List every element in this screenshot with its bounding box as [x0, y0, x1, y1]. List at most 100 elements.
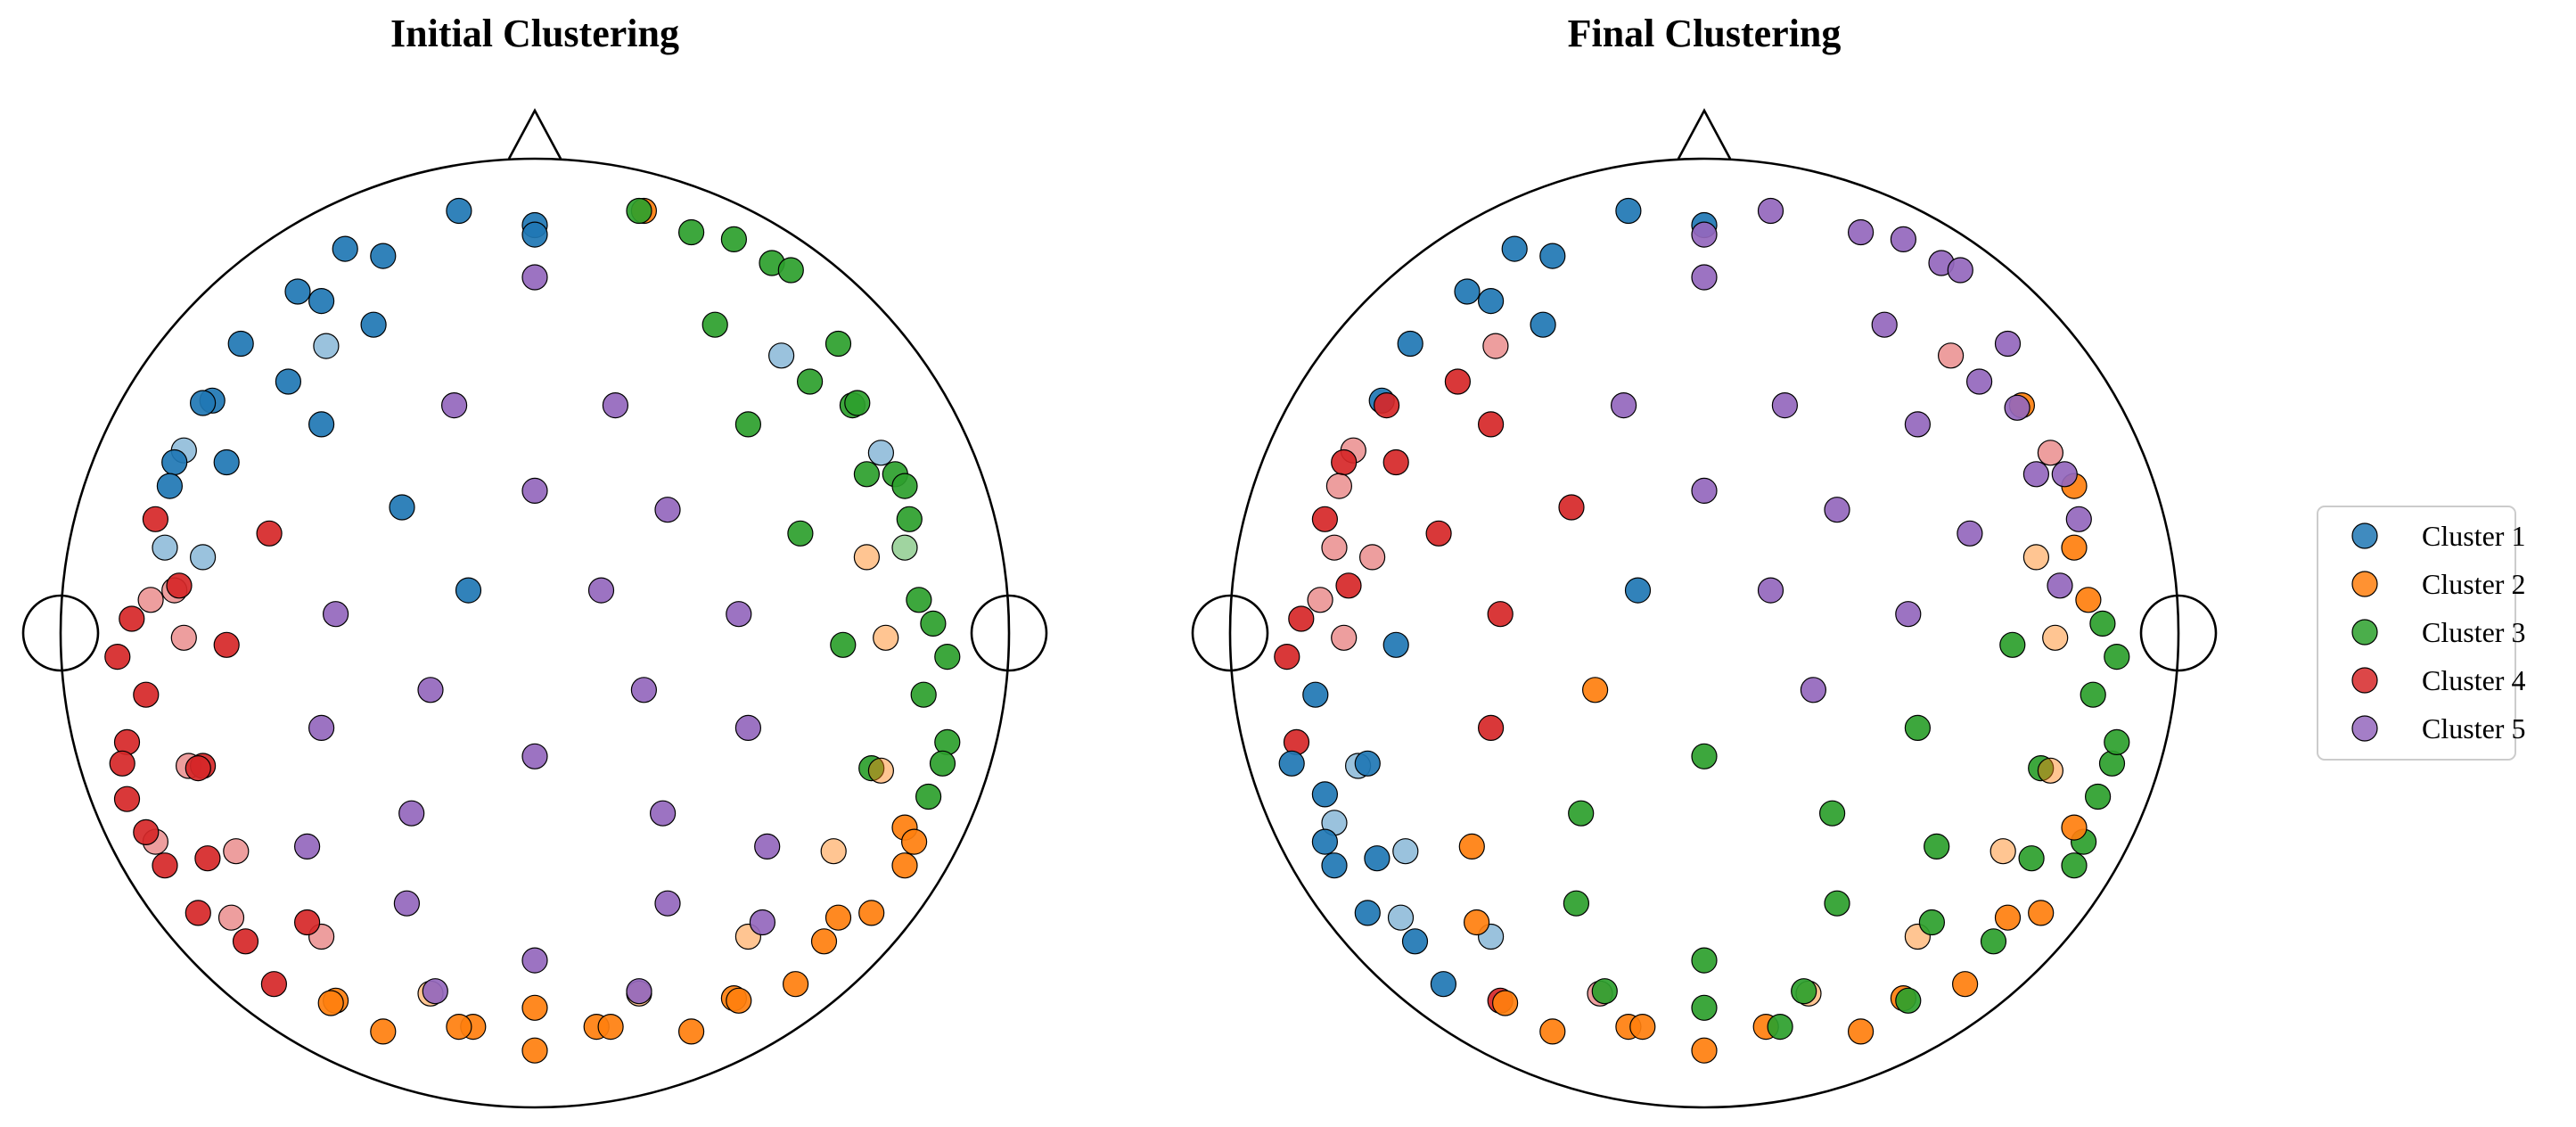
electrode-point-cluster-4: [217, 904, 245, 931]
legend-item: Cluster 2: [2351, 568, 2525, 600]
electrode-point-cluster-2: [2075, 587, 2102, 613]
legend-marker-cluster-1: [2351, 522, 2378, 549]
legend-item: Cluster 1: [2351, 520, 2525, 552]
electrode-point-cluster-1: [284, 278, 311, 305]
electrode-point-cluster-5: [2065, 506, 2092, 532]
electrode-point-cluster-4: [142, 506, 168, 532]
electrode-point-cluster-1: [1477, 288, 1505, 315]
electrode-point-cluster-4: [213, 631, 240, 658]
electrode-point-cluster-4: [1288, 605, 1315, 632]
legend: Cluster 1 Cluster 2 Cluster 3 Cluster 4 …: [2317, 506, 2525, 761]
electrode-point-cluster-1: [1615, 197, 1642, 225]
electrode-point-cluster-3: [626, 197, 652, 225]
electrode-point-cluster-5: [654, 890, 681, 917]
final-clustering-panel: Final Clustering: [1191, 12, 2218, 1109]
electrode-point-cluster-4: [1444, 368, 1472, 395]
electrode-point-cluster-5: [1691, 477, 1718, 505]
electrode-point-cluster-2: [370, 1018, 397, 1045]
electrode-point-cluster-5: [521, 947, 548, 974]
electrode-point-cluster-3: [1980, 928, 2007, 955]
electrode-point-cluster-2: [1539, 1018, 1566, 1045]
electrode-point-cluster-3: [1691, 947, 1718, 974]
initial-clustering-title: Initial Clustering: [390, 12, 679, 55]
electrode-point-cluster-2: [853, 544, 881, 571]
electrode-point-cluster-5: [441, 392, 468, 419]
electrode-point-cluster-1: [161, 448, 188, 476]
electrode-point-cluster-2: [1629, 1013, 1656, 1041]
electrode-point-cluster-1: [360, 311, 387, 338]
electrode-point-cluster-4: [223, 838, 250, 865]
electrode-point-cluster-2: [677, 1018, 705, 1045]
electrode-point-cluster-3: [1824, 890, 1850, 917]
electrode-point-cluster-5: [1947, 257, 1973, 284]
electrode-point-cluster-5: [649, 800, 677, 827]
electrode-point-cluster-3: [1563, 890, 1590, 917]
electrode-point-cluster-4: [194, 845, 221, 872]
electrode-point-cluster-4: [1487, 601, 1514, 628]
electrode-point-cluster-2: [873, 624, 899, 651]
electrode-point-cluster-2: [1994, 904, 2022, 931]
legend-marker-cluster-4: [2351, 667, 2378, 694]
electrode-point-cluster-4: [104, 643, 131, 670]
electrode-point-cluster-2: [2037, 757, 2063, 784]
electrode-point-cluster-4: [1358, 544, 1386, 571]
electrode-point-cluster-3: [2028, 754, 2055, 782]
electrode-point-cluster-1: [156, 473, 183, 499]
head-outline: [1191, 108, 2218, 1109]
electrode-point-cluster-3: [701, 311, 728, 338]
electrode-point-cluster-5: [1691, 264, 1718, 291]
left-ear: [21, 594, 100, 672]
electrode-point-cluster-1: [1624, 577, 1652, 604]
electrode-point-cluster-1: [455, 577, 482, 604]
electrode-point-cluster-1: [389, 494, 415, 521]
electrode-point-cluster-3: [920, 610, 947, 638]
electrode-point-cluster-3: [1895, 987, 1922, 1014]
electrode-point-cluster-2: [900, 828, 928, 855]
electrode-point-cluster-5: [521, 743, 548, 769]
electrode-point-cluster-4: [1321, 534, 1348, 561]
electrode-point-cluster-4: [152, 852, 178, 879]
electrode-point-cluster-3: [1819, 800, 1846, 827]
electrode-point-cluster-5: [1824, 497, 1850, 523]
electrode-point-cluster-1: [190, 390, 217, 416]
electrode-point-cluster-1: [521, 221, 548, 248]
legend-label-cluster-2: Cluster 2: [2422, 568, 2525, 600]
electrode-point-cluster-1: [1311, 781, 1339, 808]
electrode-point-cluster-3: [824, 330, 852, 358]
right-ear: [970, 594, 1048, 672]
electrode-point-cluster-3: [1767, 1013, 1793, 1041]
legend-label-cluster-5: Cluster 5: [2422, 712, 2525, 744]
electrode-point-cluster-4: [133, 819, 160, 846]
electrode-point-cluster-5: [1871, 311, 1898, 338]
electrode-points: [104, 197, 961, 1064]
final-clustering-title: Final Clustering: [1568, 12, 1842, 55]
electrode-point-cluster-5: [1800, 677, 1827, 703]
electrode-point-cluster-3: [1691, 994, 1718, 1021]
electrode-point-cluster-5: [1771, 392, 1799, 419]
electrode-point-cluster-4: [1283, 728, 1310, 756]
electrode-point-cluster-3: [2089, 610, 2116, 638]
electrode-point-cluster-2: [2061, 814, 2088, 841]
electrode-point-cluster-5: [1848, 218, 1875, 246]
legend-label-cluster-3: Cluster 3: [2422, 616, 2525, 648]
electrode-point-cluster-5: [1757, 577, 1784, 604]
electrode-point-cluster-1: [446, 197, 472, 225]
electrode-point-cluster-2: [782, 971, 809, 998]
electrode-point-cluster-4: [137, 587, 164, 613]
electrode-point-cluster-3: [720, 226, 748, 252]
head-outline: [21, 108, 1048, 1109]
electrode-point-cluster-4: [1335, 572, 1362, 599]
electrode-point-cluster-5: [726, 601, 752, 628]
electrode-point-cluster-3: [1791, 978, 1817, 1005]
electrode-point-cluster-4: [1373, 392, 1400, 419]
legend-item: Cluster 5: [2351, 712, 2525, 744]
electrode-point-cluster-1: [1354, 750, 1381, 777]
electrode-point-cluster-4: [1938, 342, 1965, 369]
electrode-point-cluster-2: [867, 757, 895, 784]
legend-label-cluster-4: Cluster 4: [2422, 664, 2525, 696]
electrode-point-cluster-1: [1278, 750, 1305, 777]
electrode-point-cluster-3: [2061, 852, 2088, 879]
electrode-point-cluster-3: [1568, 800, 1595, 827]
electrode-point-cluster-1: [1364, 845, 1391, 872]
nose-marker: [507, 108, 562, 160]
